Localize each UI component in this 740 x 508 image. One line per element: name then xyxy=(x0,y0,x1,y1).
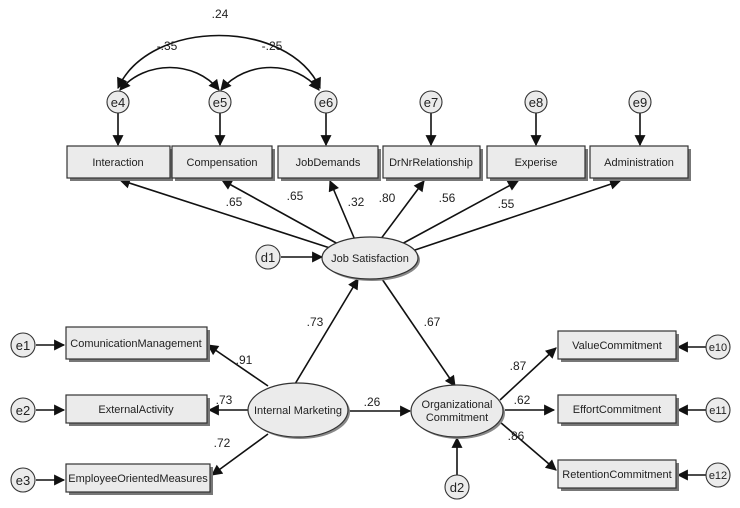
label-e10: e10 xyxy=(709,342,727,354)
box-interaction: Interaction xyxy=(66,145,173,181)
label-e2: e2 xyxy=(16,403,30,418)
label-e3: e3 xyxy=(16,473,30,488)
label-retention-commitment: RetentionCommitment xyxy=(562,469,671,481)
box-effort-commitment: EffortCommitment xyxy=(557,394,679,426)
coef-im-employee: .72 xyxy=(214,436,231,450)
label-e1: e1 xyxy=(16,338,30,353)
label-e9: e9 xyxy=(633,95,647,110)
label-e12: e12 xyxy=(709,470,727,482)
disturbance-d1: d1 xyxy=(255,244,281,270)
error-e9: e9 xyxy=(628,90,652,114)
box-employee-oriented-measures: EmployeeOrientedMeasures xyxy=(65,463,213,495)
label-e5: e5 xyxy=(213,95,227,110)
covariance-e5-e6 xyxy=(220,66,320,91)
coef-im-oc: .26 xyxy=(364,395,381,409)
label-comunication-management: ComunicationManagement xyxy=(70,338,201,350)
error-e7: e7 xyxy=(419,90,443,114)
box-compensation: Compensation xyxy=(171,145,275,181)
path-oc-retention xyxy=(499,421,557,471)
path-js-jobdemands xyxy=(328,179,356,241)
coef-js-compensation: .65 xyxy=(287,189,304,203)
label-value-commitment: ValueCommitment xyxy=(572,340,662,352)
box-external-activity: ExternalActivity xyxy=(65,394,210,426)
coef-im-comunication: .91 xyxy=(236,353,253,367)
box-administration: Administration xyxy=(589,145,691,181)
label-administration: Administration xyxy=(604,157,674,169)
label-internal-marketing: Internal Marketing xyxy=(254,405,342,417)
error-e3: e3 xyxy=(10,467,36,493)
label-e6: e6 xyxy=(319,95,333,110)
coef-cov-e5-e6: -.25 xyxy=(262,39,283,53)
path-js-interaction xyxy=(118,177,331,249)
label-e4: e4 xyxy=(111,95,125,110)
label-d2: d2 xyxy=(450,480,464,495)
error-e10: e10 xyxy=(705,334,731,360)
coef-js-interaction: .65 xyxy=(226,195,243,209)
label-jobdemands: JobDemands xyxy=(296,157,361,169)
latent-internal-marketing: Internal Marketing xyxy=(247,382,350,439)
coef-cov-e4-e5: -.35 xyxy=(157,39,178,53)
coef-js-experise: .56 xyxy=(439,191,456,205)
box-value-commitment: ValueCommitment xyxy=(557,330,679,362)
box-experise: Experise xyxy=(486,145,588,181)
path-js-administration xyxy=(411,178,622,252)
label-organizational: Organizational xyxy=(422,399,493,411)
label-drnr-relationship: DrNrRelationship xyxy=(389,157,473,169)
label-compensation: Compensation xyxy=(187,157,258,169)
error-e1: e1 xyxy=(10,332,36,358)
disturbance-d2: d2 xyxy=(444,474,470,500)
coef-oc-value: .87 xyxy=(510,359,527,373)
label-e11: e11 xyxy=(709,405,727,417)
label-interaction: Interaction xyxy=(92,157,143,169)
box-drnr-relationship: DrNrRelationship xyxy=(382,145,483,181)
box-jobdemands: JobDemands xyxy=(277,145,381,181)
error-e8: e8 xyxy=(524,90,548,114)
path-im-js xyxy=(294,278,359,385)
label-external-activity: ExternalActivity xyxy=(98,404,174,416)
label-experise: Experise xyxy=(515,157,558,169)
coef-cov-e4-e6: .24 xyxy=(212,7,229,21)
path-im-employee xyxy=(211,433,269,476)
label-d1: d1 xyxy=(261,250,275,265)
error-e11: e11 xyxy=(705,397,731,423)
coef-oc-retention: .86 xyxy=(508,429,525,443)
label-job-satisfaction: Job Satisfaction xyxy=(331,253,409,265)
path-im-comunication xyxy=(207,344,269,387)
box-retention-commitment: RetentionCommitment xyxy=(557,459,679,491)
label-e8: e8 xyxy=(529,95,543,110)
covariance-e4-e6 xyxy=(117,34,321,89)
error-e4: e4 xyxy=(106,90,130,114)
coef-js-oc: .67 xyxy=(424,315,441,329)
path-js-oc xyxy=(381,278,456,387)
coef-js-drnr: .80 xyxy=(379,191,396,205)
coef-js-jobdemands: .32 xyxy=(348,195,365,209)
covariance-e4-e5 xyxy=(119,66,220,91)
path-js-compensation xyxy=(221,179,339,245)
coef-im-external: .73 xyxy=(216,393,233,407)
label-effort-commitment: EffortCommitment xyxy=(573,404,661,416)
label-commitment: Commitment xyxy=(426,412,488,424)
coef-js-administration: .55 xyxy=(498,197,515,211)
box-comunication-management: ComunicationManagement xyxy=(65,326,210,362)
coef-im-js: .73 xyxy=(307,315,324,329)
coef-oc-effort: .62 xyxy=(514,393,531,407)
path-oc-value xyxy=(499,347,557,401)
path-js-experise xyxy=(397,180,519,247)
latent-job-satisfaction: Job Satisfaction xyxy=(321,236,420,281)
label-e7: e7 xyxy=(424,95,438,110)
latent-organizational-commitment: Organizational Commitment xyxy=(410,384,505,439)
label-employee-oriented-measures: EmployeeOrientedMeasures xyxy=(68,473,208,485)
error-e2: e2 xyxy=(10,397,36,423)
error-e12: e12 xyxy=(705,462,731,488)
error-e6: e6 xyxy=(314,90,338,114)
error-e5: e5 xyxy=(208,90,232,114)
path-js-drnr xyxy=(379,180,425,241)
